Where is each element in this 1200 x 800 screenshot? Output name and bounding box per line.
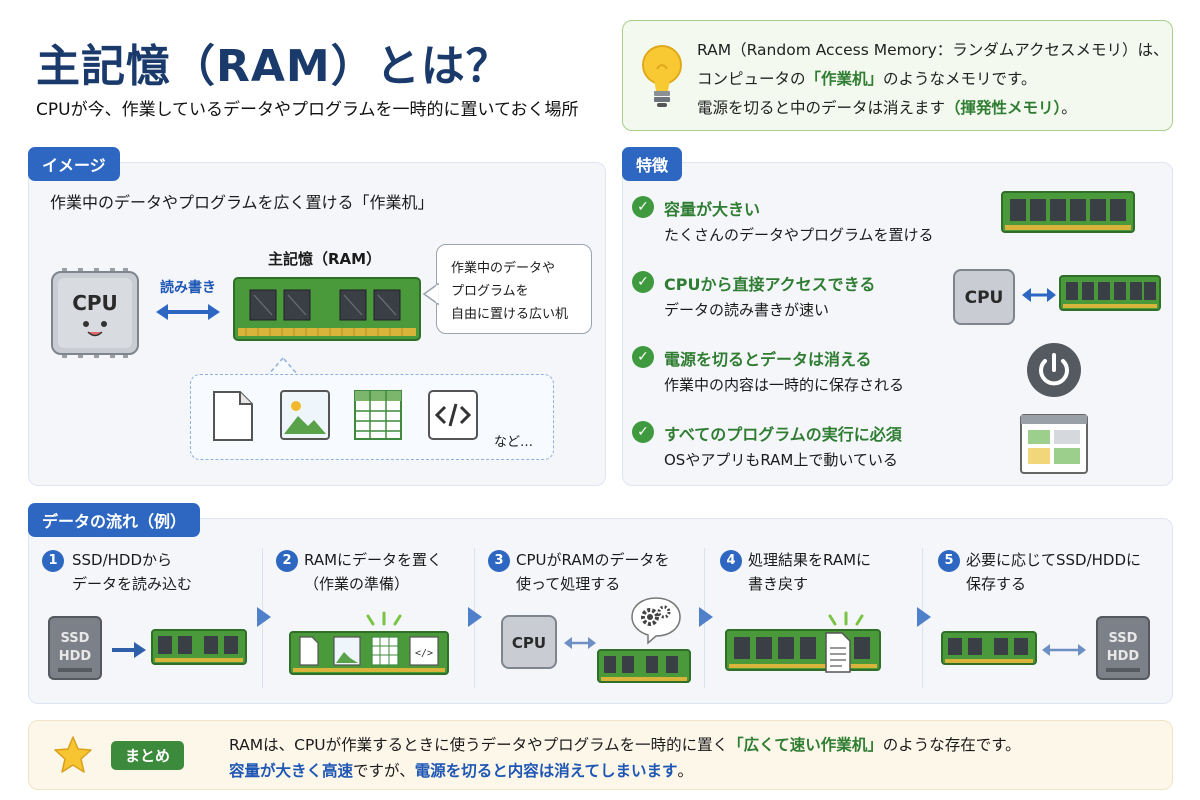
star-icon bbox=[54, 736, 92, 773]
cpu-small-icon: CPU bbox=[953, 269, 1015, 325]
features-panel-tag: 特徴 bbox=[622, 147, 683, 181]
double-arrow-icon bbox=[1022, 288, 1056, 302]
image-icon bbox=[280, 390, 330, 440]
step-2-text: RAMにデータを置く（作業の準備） bbox=[304, 551, 443, 593]
step-number: 5 bbox=[938, 550, 960, 572]
etc-label: など… bbox=[494, 435, 534, 450]
feature-4-title: すべてのプログラムの実行に必須 bbox=[664, 425, 902, 444]
flow-arrow-icon bbox=[257, 607, 271, 627]
step-4-text: 処理結果をRAMに書き戻す bbox=[748, 551, 872, 593]
cpu-label: CPU bbox=[965, 288, 1004, 308]
power-icon bbox=[1027, 343, 1081, 397]
check-icon: ✓ bbox=[632, 196, 654, 218]
lightbulb-icon bbox=[642, 45, 682, 107]
step-number: 1 bbox=[42, 550, 64, 572]
bubble-line-1: 作業中のデータや bbox=[451, 261, 556, 276]
ram-with-data-icon: </> bbox=[289, 631, 449, 675]
flow-panel-tag: データの流れ（例） bbox=[28, 503, 201, 537]
summary-line-1: RAMは、CPUが作業するときに使うデータやプログラムを一時的に置く「広くて速い… bbox=[229, 736, 1021, 754]
definition-line-1: RAM（Random Access Memory：ランダムアクセスメモリ）は、 bbox=[697, 41, 1169, 59]
feature-1-body: たくさんのデータやプログラムを置ける bbox=[664, 226, 934, 244]
ssd-label: SSD bbox=[1109, 631, 1138, 646]
step-1-text: SSD/HDDからデータを読み込む bbox=[72, 551, 193, 593]
hdd-label: HDD bbox=[1107, 649, 1140, 664]
flow-arrow-icon bbox=[699, 607, 713, 627]
cpu-small-icon: CPU bbox=[501, 615, 557, 669]
feature-3-body: 作業中の内容は一時的に保存される bbox=[664, 376, 905, 394]
bubble-line-2: プログラムを bbox=[451, 284, 529, 299]
step-number: 4 bbox=[720, 550, 742, 572]
definition-box: RAM（Random Access Memory：ランダムアクセスメモリ）は、 … bbox=[622, 20, 1173, 131]
gear-bubble-icon bbox=[631, 597, 681, 645]
flow-arrow-icon bbox=[917, 607, 931, 627]
cpu-label: CPU bbox=[72, 291, 118, 315]
ram-module-icon bbox=[233, 277, 421, 341]
image-panel-description: 作業中のデータやプログラムを広く置ける「作業机」 bbox=[50, 193, 434, 212]
hdd-label: HDD bbox=[59, 649, 92, 664]
feature-3-title: 電源を切るとデータは消える bbox=[664, 350, 872, 369]
page-title: 主記憶（RAM）とは？ bbox=[36, 41, 511, 92]
step-3-text: CPUがRAMのデータを使って処理する bbox=[516, 551, 670, 593]
sparkle-icon bbox=[366, 611, 402, 626]
ram-with-document-icon bbox=[725, 629, 881, 673]
ssd-label: SSD bbox=[61, 631, 90, 646]
ram-module-icon bbox=[597, 649, 691, 683]
definition-line-2: コンピュータの「作業机」のようなメモリです。 bbox=[697, 70, 1037, 88]
feature-1-title: 容量が大きい bbox=[664, 200, 761, 219]
ram-module-icon bbox=[151, 629, 247, 665]
cpu-icon: CPU bbox=[51, 268, 139, 358]
arrow-right-icon bbox=[112, 642, 146, 658]
sparkle-icon bbox=[828, 611, 864, 626]
read-write-arrow-icon bbox=[156, 304, 220, 320]
speech-bubble: 作業中のデータや プログラムを 自由に置ける広い机 bbox=[436, 244, 592, 334]
definition-line-3: 電源を切ると中のデータは消えます（揮発性メモリ）。 bbox=[697, 99, 1077, 117]
ram-module-icon bbox=[1001, 191, 1135, 233]
ssd-hdd-icon: SSD HDD bbox=[1096, 616, 1150, 680]
feature-4-body: OSやアプリもRAM上で動いている bbox=[664, 451, 898, 469]
double-arrow-icon bbox=[564, 637, 596, 649]
spreadsheet-icon bbox=[354, 390, 402, 440]
ram-module-icon bbox=[941, 631, 1037, 665]
page-subtitle: CPUが今、作業しているデータやプログラムを一時的に置いておく場所 bbox=[36, 100, 579, 120]
read-write-label: 読み書き bbox=[160, 280, 216, 296]
ram-title: 主記憶（RAM） bbox=[268, 250, 382, 268]
double-arrow-icon bbox=[1042, 644, 1086, 656]
app-window-icon bbox=[1020, 414, 1088, 474]
feature-2-title: CPUから直接アクセスできる bbox=[664, 275, 876, 294]
feature-2-body: データの読み書きが速い bbox=[664, 301, 830, 319]
step-number: 2 bbox=[276, 550, 298, 572]
svg-text:</>: </> bbox=[415, 648, 433, 659]
step-5-text: 必要に応じてSSD/HDDに保存する bbox=[966, 551, 1142, 593]
ssd-hdd-icon: SSD HDD bbox=[48, 616, 102, 680]
bubble-tail bbox=[422, 282, 439, 306]
step-number: 3 bbox=[488, 550, 510, 572]
check-icon: ✓ bbox=[632, 346, 654, 368]
code-icon bbox=[428, 390, 478, 440]
flow-arrow-icon bbox=[468, 607, 482, 627]
document-icon bbox=[213, 391, 253, 441]
bubble-line-3: 自由に置ける広い机 bbox=[451, 307, 569, 322]
summary-tag: まとめ bbox=[111, 741, 185, 770]
check-icon: ✓ bbox=[632, 421, 654, 443]
image-panel-tag: イメージ bbox=[28, 147, 120, 181]
cpu-label: CPU bbox=[512, 634, 546, 652]
summary-line-2: 容量が大きく高速ですが、電源を切ると内容は消えてしまいます。 bbox=[229, 762, 693, 780]
check-icon: ✓ bbox=[632, 271, 654, 293]
summary-box: まとめ RAMは、CPUが作業するときに使うデータやプログラムを一時的に置く「広… bbox=[28, 720, 1173, 790]
ram-module-icon bbox=[1059, 275, 1161, 311]
